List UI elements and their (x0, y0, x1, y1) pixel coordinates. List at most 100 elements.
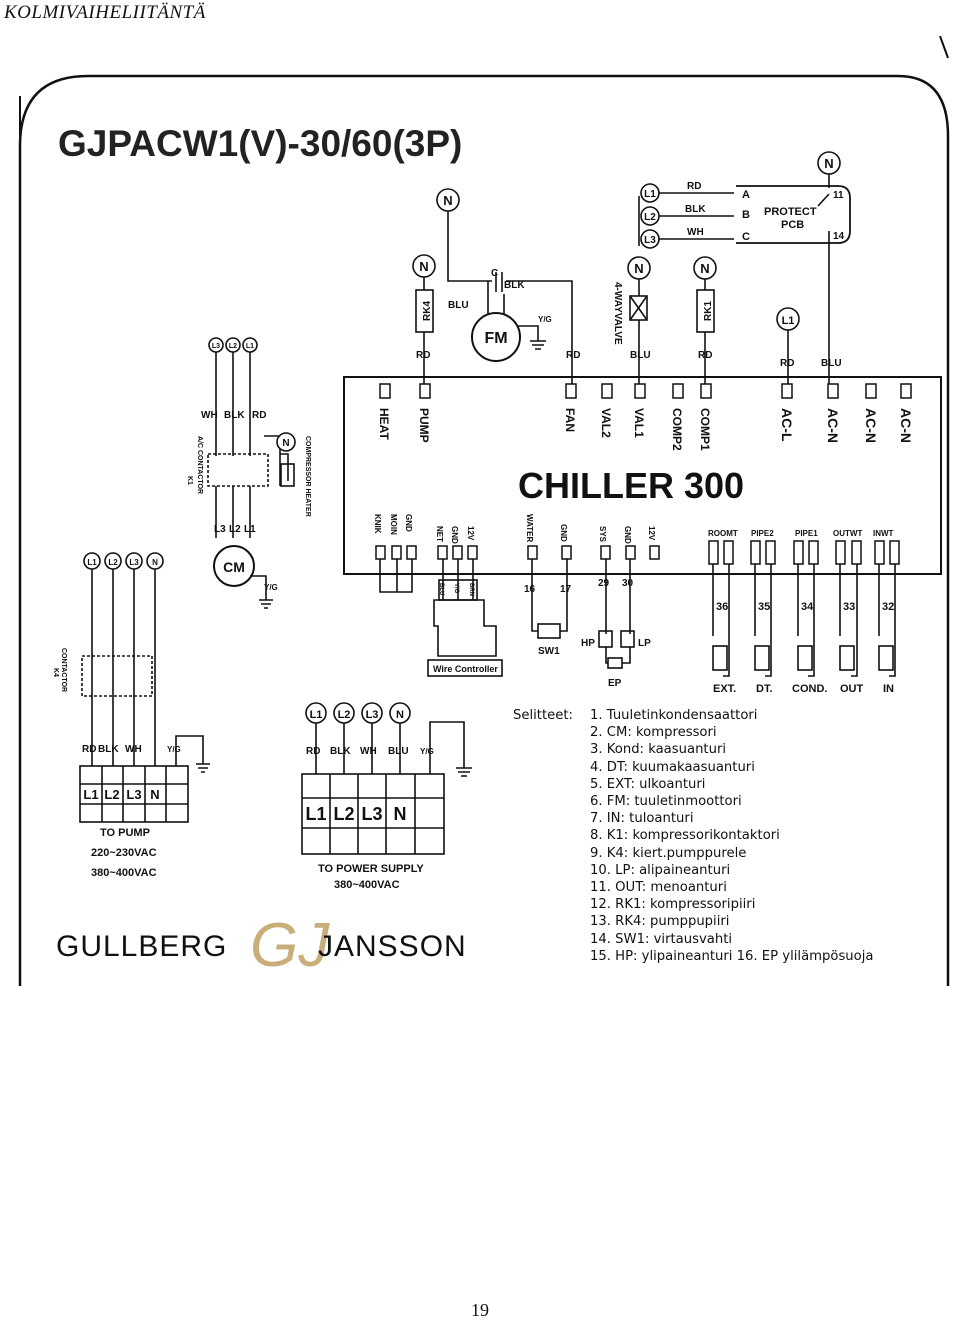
model-title: GJPACW1(V)-30/60(3P) (58, 123, 462, 164)
sensor-label: DT. (756, 683, 773, 695)
svg-text:BLK: BLK (330, 746, 351, 757)
terminal-label: OUTWT (833, 529, 862, 538)
svg-text:BRN: BRN (468, 583, 474, 596)
svg-text:RK1: RK1 (703, 301, 714, 321)
terminal-label: MOIN (389, 514, 398, 535)
sensor-label: IN (883, 683, 894, 695)
legend-item: 14. SW1: virtausvahti (590, 931, 733, 947)
ac-contactor (207, 453, 269, 487)
sensor-wires (712, 564, 896, 677)
svg-text:TO PUMP: TO PUMP (100, 827, 150, 839)
svg-text:B: B (742, 209, 750, 221)
neutral-label: N (419, 259, 428, 274)
svg-text:WH: WH (687, 227, 704, 238)
page-number: 19 (471, 1300, 489, 1320)
svg-text:BLK: BLK (685, 204, 706, 215)
pcb-label: PROTECT (764, 206, 817, 218)
top-terminal-labels: HEAT PUMP FAN VAL2 VAL1 COMP2 COMP1 AC-L… (377, 408, 914, 451)
terminal-label: AC-L (779, 408, 795, 442)
svg-text:BLU: BLU (821, 358, 842, 369)
legend-item: 4. DT: kuumakaasuanturi (590, 759, 755, 775)
svg-text:N: N (396, 709, 404, 721)
terminal-label: NET (435, 526, 444, 542)
sw1-switch (537, 623, 561, 639)
svg-text:N: N (150, 787, 159, 802)
svg-text:L1: L1 (87, 558, 97, 567)
fan-motor (471, 312, 521, 362)
svg-text:380~400VAC: 380~400VAC (91, 867, 157, 879)
terminal-label: AC-N (898, 408, 914, 443)
svg-text:WH: WH (125, 744, 142, 755)
svg-text:C: C (742, 231, 750, 243)
pcb-label: PCB (781, 219, 804, 231)
svg-text:L1: L1 (246, 343, 254, 350)
terminal-label: GND (450, 526, 459, 544)
sensor-number: 33 (843, 601, 855, 613)
svg-text:380~400VAC: 380~400VAC (334, 879, 400, 891)
sensor-terminal-labels: ROOMT PIPE2 PIPE1 OUTWT INWT (708, 529, 894, 538)
svg-text:RD: RD (82, 744, 96, 755)
terminal-label: GND (623, 526, 632, 544)
compressor-heater (280, 463, 295, 487)
svg-text:WH: WH (201, 410, 218, 421)
svg-text:Y/G: Y/G (453, 583, 459, 594)
svg-text:RK4: RK4 (422, 301, 433, 321)
sensor-number: 35 (758, 601, 770, 613)
brand-monogram: GJ (250, 911, 330, 980)
svg-text:L3: L3 (126, 787, 141, 802)
svg-text:BLU: BLU (448, 300, 469, 311)
compressor-motor (213, 545, 255, 587)
k4-contactor (81, 655, 153, 697)
legend-item: 13. RK4: pumppupiiri (590, 914, 730, 930)
svg-text:Y/G: Y/G (420, 747, 434, 756)
svg-text:L3: L3 (212, 343, 220, 350)
neutral-label: N (634, 261, 643, 276)
svg-text:Y/G: Y/G (167, 745, 181, 754)
legend-item: 8. K1: kompressorikontaktori (590, 828, 780, 844)
svg-text:K1: K1 (186, 476, 193, 485)
ep-protector (607, 657, 623, 669)
legend-item: 6. FM: tuuletinmoottori (590, 794, 742, 810)
svg-text:A/C CONTACTOR: A/C CONTACTOR (196, 436, 203, 494)
legend-item: 5. EXT: ulkoanturi (590, 776, 706, 792)
svg-text:L2: L2 (333, 804, 354, 824)
pump-terminal-block (79, 765, 189, 823)
sensor-number: 32 (882, 601, 894, 613)
supply-terminal-block (301, 773, 445, 855)
page-header: KOLMIVAIHELIITÄNTÄ (4, 2, 206, 23)
svg-text:RD: RD (306, 746, 320, 757)
svg-text:BLU: BLU (438, 583, 444, 595)
phase-label: L3 (644, 235, 656, 246)
svg-text:L2: L2 (338, 709, 351, 721)
terminal-label: HEAT (377, 408, 391, 440)
terminal-label: SYS (598, 526, 607, 543)
svg-text:HP: HP (581, 638, 595, 649)
terminal-label: AC-N (825, 408, 841, 443)
brand-name-2: JANSSON (318, 930, 467, 963)
terminal-label: COMP1 (698, 408, 712, 451)
svg-text:N: N (152, 558, 158, 567)
terminal-label: KNIK (373, 514, 382, 534)
terminal-label: GND (404, 514, 413, 532)
bottom-terminal-labels: KNIK MOIN GND NET GND 12V WATER GND SYS … (373, 514, 656, 544)
terminal-label: VAL1 (632, 408, 646, 438)
sensor-label: OUT (840, 683, 864, 695)
lp-switch (620, 630, 635, 648)
terminal-label: ROOMT (708, 529, 738, 538)
svg-text:11: 11 (833, 190, 844, 201)
legend-item: 11. OUT: menoanturi (590, 880, 727, 896)
svg-text:BLU: BLU (388, 746, 409, 757)
svg-text:CONTACTOR: CONTACTOR (60, 648, 67, 692)
svg-text:L2: L2 (104, 787, 119, 802)
sensor-number: 34 (801, 601, 814, 613)
svg-text:A: A (742, 189, 750, 201)
svg-text:16: 16 (524, 584, 536, 595)
svg-text:4-WAYVALVE: 4-WAYVALVE (612, 282, 623, 345)
legend-item: 2. CM: kompressori (590, 725, 717, 741)
svg-text:L3: L3 (366, 709, 379, 721)
legend-item: 15. HP: ylipaineanturi 16. EP ylilämpösu… (590, 948, 874, 964)
terminal-label: INWT (873, 529, 894, 538)
terminal-label: PUMP (417, 408, 431, 443)
svg-text:RD: RD (252, 410, 266, 421)
sensor-thermistors (712, 645, 894, 671)
